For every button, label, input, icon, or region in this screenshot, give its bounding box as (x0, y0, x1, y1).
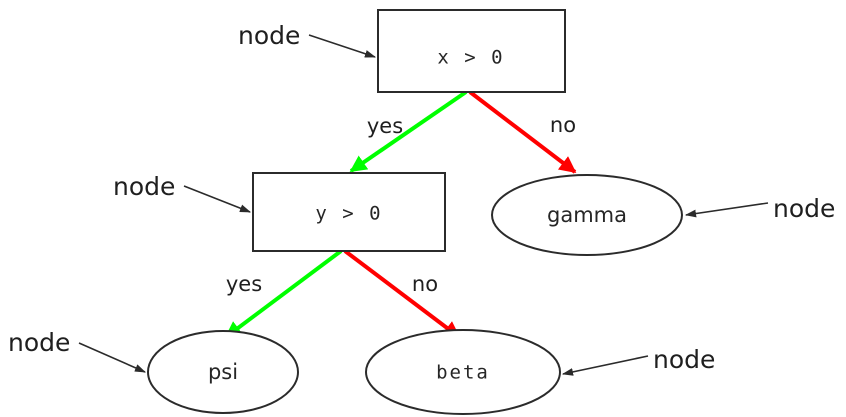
callout-gamma-leader (684, 202, 769, 218)
node-inner-label: y > 0 (315, 203, 382, 225)
edge-label-root-yes: yes (367, 114, 403, 138)
node-beta-label: beta (436, 362, 490, 384)
edge-inner-yes-line (224, 249, 343, 339)
edge-root-no-line (468, 90, 577, 174)
node-beta-shape[interactable] (365, 329, 561, 415)
node-root-label: x > 0 (437, 47, 504, 69)
node-inner-shape[interactable] (252, 172, 446, 252)
node-psi-shape[interactable] (147, 330, 299, 414)
edge-root-yes-line (349, 90, 468, 173)
edge-inner-no-line (343, 249, 461, 339)
edge-label-inner-yes: yes (226, 272, 262, 296)
node-root-shape[interactable] (377, 9, 566, 93)
node-gamma-label: gamma (547, 203, 627, 227)
callout-beta-label: node (653, 345, 715, 374)
node-group (147, 9, 683, 415)
edge-group (224, 90, 577, 339)
callout-psi-label: node (8, 328, 70, 357)
callout-root-label: node (238, 21, 300, 50)
callout-inner-label: node (113, 172, 175, 201)
edge-label-group: yes no yes no (226, 113, 576, 296)
callout-inner-leader (183, 185, 252, 213)
edge-label-inner-no: no (412, 272, 438, 296)
callout-gamma-label: node (773, 194, 835, 223)
edge-label-root-no: no (550, 113, 576, 137)
callout-psi-leader (78, 342, 147, 373)
callout-root-leader (308, 34, 377, 58)
callout-group: node node node node node (8, 21, 835, 376)
node-label-group: x > 0 y > 0 gamma psi beta (208, 47, 627, 385)
node-psi-label: psi (208, 360, 238, 384)
callout-beta-leader (561, 355, 649, 376)
node-gamma-shape[interactable] (491, 174, 683, 256)
